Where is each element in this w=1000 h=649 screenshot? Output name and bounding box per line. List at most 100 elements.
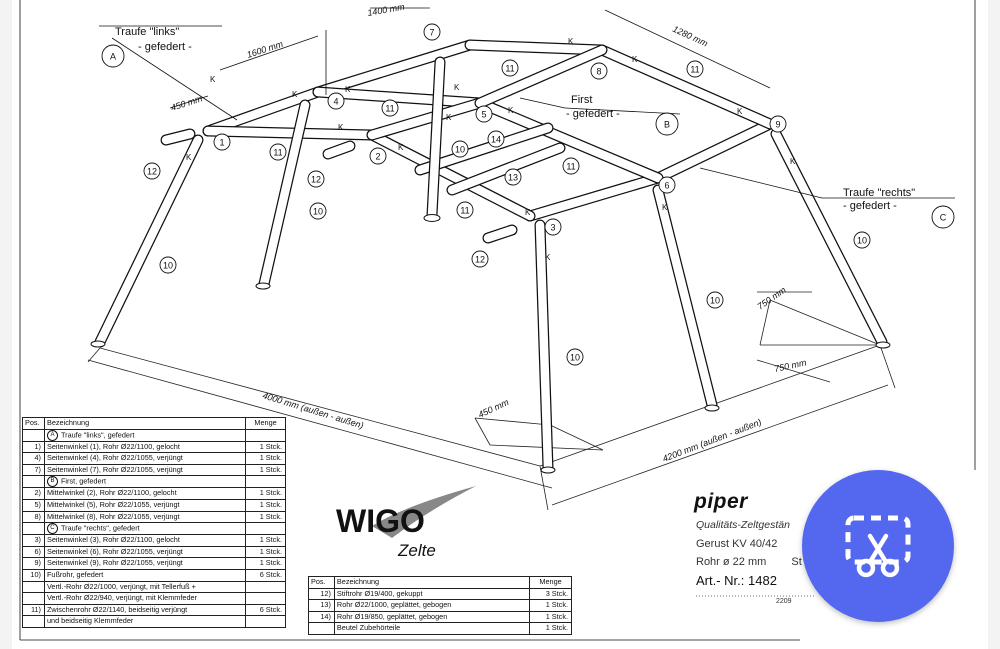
callout-p12c: 12: [471, 250, 489, 268]
screenshot-edit-button[interactable]: [802, 470, 954, 622]
callout-p10b: 10: [309, 202, 327, 220]
callout-label: 12: [147, 167, 157, 177]
callout-circle: [706, 291, 724, 309]
callout-p11b: 11: [381, 99, 399, 117]
callout-p2: 2: [369, 147, 387, 165]
cell-menge: 1 Stck.: [529, 610, 572, 624]
dim-1600: 1600 mm: [246, 39, 285, 60]
col-menge: Menge: [529, 576, 572, 589]
callout-label: C: [940, 213, 947, 223]
screenshot-scissors-icon: [845, 515, 911, 578]
callout-label: 10: [163, 261, 173, 271]
cell-menge: 6 Stck.: [245, 569, 286, 582]
logo-swoosh: [372, 486, 476, 538]
cell-bezeichnung: Seitenwinkel (3), Rohr Ø22/1100, gelocht: [43, 534, 247, 547]
callout-label: 10: [455, 145, 465, 155]
k-mark: K: [338, 123, 344, 132]
cell-bezeichnung: Mittelwinkel (2), Rohr Ø22/1100, gelocht: [43, 487, 247, 500]
cell-menge: 1 Stck.: [245, 499, 286, 512]
col-bezeichnung: Bezeichnung: [43, 417, 247, 430]
k-mark: K: [210, 75, 216, 84]
callout-label: 11: [460, 206, 469, 216]
cell-bezeichnung: Mittelwinkel (8), Rohr Ø22/1055, verjüng…: [43, 510, 247, 524]
callout-circle: [213, 133, 231, 151]
cell-bez: Beutel Zubehörteile: [333, 622, 531, 635]
cell-menge: 1 Stck.: [529, 622, 572, 635]
cell-bezeichnung: und beidseitig Klemmfeder: [43, 615, 247, 628]
callout-p11e: 11: [562, 157, 580, 175]
callout-p12b: 12: [307, 170, 325, 188]
cell-bez: Rohr Ø19/850, geplättet, gebogen: [333, 610, 531, 624]
cell-pos: 7): [22, 463, 45, 477]
cell-pos: [308, 622, 335, 635]
col-menge: Menge: [245, 417, 286, 430]
callout-label: 10: [710, 296, 720, 306]
callout-circle: [931, 205, 955, 229]
cell-pos: [22, 592, 45, 605]
cell-bezeichnung: Fußrohr, gefedert: [43, 569, 247, 582]
callout-label: 11: [385, 104, 394, 114]
pipe-diameter-suffix: St: [791, 556, 802, 568]
callout-label: 11: [273, 148, 282, 158]
cell-menge: [245, 592, 286, 605]
cell-pos: [22, 522, 45, 536]
cell-pos: 11): [22, 603, 45, 617]
callout-circle: [501, 59, 519, 77]
callout-circle: [471, 250, 489, 268]
logo-subtext: Zelte: [397, 541, 436, 560]
logo-text: WIGO: [336, 503, 425, 539]
cell-pos: 3): [22, 534, 45, 547]
callout-circle: [327, 92, 345, 110]
dim-750-b: 750 mm: [773, 357, 807, 374]
cell-text: Seitenwinkel (6), Rohr Ø22/1055, verjüng…: [46, 546, 183, 556]
piper-tagline: Qualitäts-Zeltgestän: [696, 519, 790, 531]
k-mark: K: [454, 83, 460, 92]
cell-pos: [22, 580, 45, 594]
cell-text: Fußrohr, gefedert: [46, 569, 104, 579]
callout-p5: 5: [475, 105, 493, 123]
callout-circle: [475, 105, 493, 123]
callout-label: 13: [508, 173, 518, 183]
cell-pos: [22, 428, 45, 442]
part-labels: Traufe "links" - gefedert - First - gefe…: [115, 26, 915, 212]
cell-text: Seitenwinkel (7), Rohr Ø22/1055, verjüng…: [46, 464, 183, 474]
callout-p6: 6: [658, 176, 676, 194]
pipe-diameter: Rohr ø 22 mm St: [696, 556, 802, 568]
callout-p10a: 10: [159, 256, 177, 274]
k-mark: K: [186, 153, 192, 162]
callout-circle: [159, 256, 177, 274]
callout-circle: [590, 62, 608, 80]
table-row: 7)Seitenwinkel (7), Rohr Ø22/1055, verjü…: [22, 463, 286, 477]
cell-text: Mittelwinkel (2), Rohr Ø22/1100, gelocht: [46, 488, 177, 498]
k-mark: K: [398, 143, 404, 152]
callout-circle: [456, 201, 474, 219]
label-gefedert-b: - gefedert -: [566, 108, 620, 120]
dim-450-top: 450 mm: [170, 93, 204, 113]
article-number: Art.- Nr.: 1482: [696, 573, 777, 588]
callout-b: B: [655, 112, 679, 136]
callout-label: 7: [429, 28, 434, 38]
callout-circle: [658, 176, 676, 194]
title-block-line: [696, 595, 816, 597]
callout-circle: [307, 170, 325, 188]
col-pos: Pos.: [308, 576, 335, 589]
label-first: First: [571, 94, 592, 106]
callout-label: 5: [481, 110, 486, 120]
cell-menge: [245, 522, 286, 536]
callout-circle: [381, 99, 399, 117]
table-row: 8)Mittelwinkel (8), Rohr Ø22/1055, verjü…: [22, 510, 286, 524]
cell-bezeichnung: Seitenwinkel (7), Rohr Ø22/1055, verjüng…: [43, 463, 247, 477]
callout-label: 10: [857, 236, 867, 246]
callout-circle: [655, 112, 679, 136]
cell-bezeichnung: Seitenwinkel (9), Rohr Ø22/1055, verjüng…: [43, 557, 247, 570]
callout-circle: [853, 231, 871, 249]
callout-circle: [566, 348, 584, 366]
group-marker: B: [46, 476, 58, 488]
k-marks: K K K K K K K K K K K K K K K K: [186, 37, 796, 262]
cell-text: Mittelwinkel (8), Rohr Ø22/1055, verjüng…: [46, 511, 180, 521]
